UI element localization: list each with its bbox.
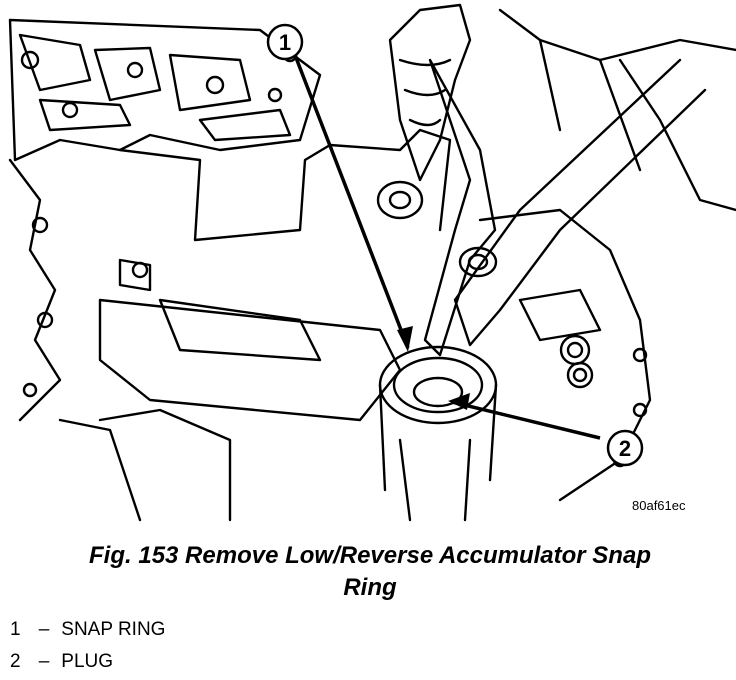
legend-item: 2– PLUG [10, 646, 165, 678]
callout-1: 1 [279, 30, 291, 55]
legend-number: 1 [10, 619, 21, 640]
legend-separator: – [38, 619, 50, 640]
legend-label: SNAP RING [61, 619, 166, 640]
legend: 1– SNAP RING 2– PLUG [10, 614, 165, 678]
line-illustration: 1 2 [8, 3, 736, 522]
caption-line-1: Fig. 153 Remove Low/Reverse Accumulator … [89, 542, 651, 569]
caption-line-2: Ring [343, 574, 397, 601]
legend-label: PLUG [61, 651, 114, 672]
figure-caption: Fig. 153 Remove Low/Reverse Accumulator … [20, 540, 720, 604]
legend-number: 2 [10, 651, 21, 672]
legend-item: 1– SNAP RING [10, 614, 165, 646]
legend-separator: – [38, 651, 50, 672]
figure-code: 80af61ec [632, 498, 686, 513]
callout-2: 2 [619, 436, 631, 461]
